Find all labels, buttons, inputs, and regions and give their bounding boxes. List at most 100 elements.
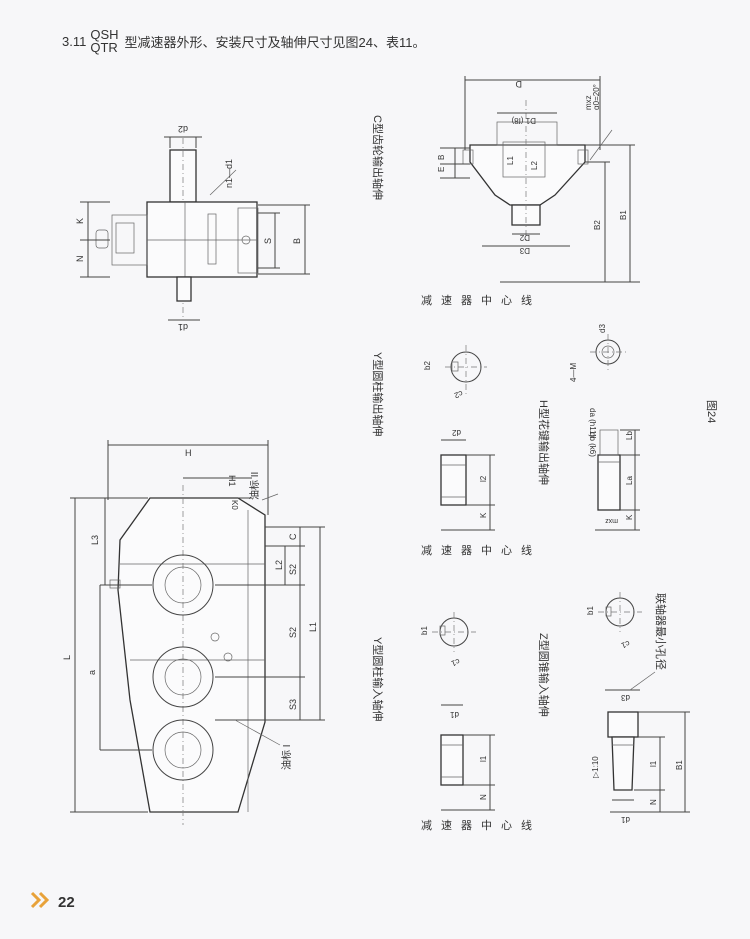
dim-d1-yin: d1 bbox=[450, 710, 459, 719]
dim-da-h: da (h11) bbox=[588, 408, 597, 438]
c-type-drawing bbox=[440, 76, 640, 283]
center-line-char: 线 bbox=[521, 818, 532, 832]
dim-l2-y: l2 bbox=[479, 475, 488, 482]
z-input-drawing bbox=[598, 592, 690, 813]
dim-l1-yin: l1 bbox=[479, 755, 488, 762]
dim-d-c: D bbox=[515, 79, 522, 89]
oil-mark-2: 油标 II bbox=[248, 472, 261, 500]
center-line-char: 速 bbox=[441, 544, 452, 557]
dim-h: H bbox=[185, 448, 192, 458]
dim-lb-h: Lb bbox=[625, 431, 634, 440]
dim-alpha-c: α0=20° bbox=[592, 84, 601, 110]
dim-n-z: N bbox=[649, 799, 658, 805]
dim-l3: L3 bbox=[90, 535, 100, 545]
dim-l1-z: l1 bbox=[649, 760, 658, 767]
center-line-char: 中 bbox=[481, 544, 492, 557]
dim-l2-front: L2 bbox=[274, 560, 284, 570]
chevron-icon bbox=[30, 891, 54, 914]
model-top: QSH bbox=[90, 27, 119, 42]
dim-k0: K0 bbox=[230, 500, 239, 510]
dim-b-top: B bbox=[292, 238, 302, 244]
h-output-drawing bbox=[590, 334, 640, 531]
center-line-char: 心 bbox=[501, 819, 512, 832]
center-line-char: 器 bbox=[461, 544, 472, 557]
dim-s-top: S bbox=[263, 238, 273, 244]
dim-k-y: K bbox=[479, 512, 488, 518]
dim-l1-c: L1 bbox=[506, 156, 515, 165]
dim-mxz-c: mxz bbox=[584, 95, 593, 110]
title-coupling: 联轴器最小孔径 bbox=[654, 593, 668, 670]
center-line-char: 中 bbox=[481, 819, 492, 832]
dim-l1-front: L1 bbox=[308, 622, 318, 632]
dim-d1-c: D1 (f8) bbox=[511, 116, 536, 125]
dim-c: C bbox=[288, 533, 298, 540]
title-h-output: H型花键输出轴伸 bbox=[537, 400, 551, 485]
page-number: 22 bbox=[58, 894, 75, 911]
center-line-char: 减 bbox=[421, 294, 432, 307]
oil-mark-1: 油标 I bbox=[280, 744, 293, 770]
dim-n1d1: n1—d1 bbox=[224, 159, 234, 188]
header-text: 型减速器外形、安装尺寸及轴伸尺寸见图24、表11。 bbox=[124, 34, 426, 50]
dim-b2-y: b2 bbox=[423, 361, 432, 370]
title-y-input: Y型圆柱输入轴伸 bbox=[371, 637, 385, 721]
dim-k-h: K bbox=[625, 514, 634, 520]
dim-c1-yin: c1 bbox=[450, 657, 462, 669]
center-line-char: 减 bbox=[421, 544, 432, 557]
center-line-char: 器 bbox=[461, 294, 472, 307]
page-footer: 22 bbox=[30, 891, 75, 914]
dim-d2-c: D2 bbox=[519, 233, 530, 242]
section-number: 3.11 bbox=[62, 33, 87, 49]
dim-h1: H1 bbox=[227, 475, 237, 487]
dim-n-top: N bbox=[75, 256, 85, 263]
center-line-char: 减 bbox=[421, 819, 432, 832]
center-line-char: 线 bbox=[521, 293, 532, 307]
dim-4m-h: 4—M bbox=[569, 363, 578, 382]
dim-c2-y: c2 bbox=[453, 389, 465, 401]
dim-d3-c: D3 bbox=[519, 246, 530, 255]
center-line-char: 心 bbox=[501, 294, 512, 307]
dim-n-yin: N bbox=[479, 794, 488, 800]
section-header: 3.11 QSH QTR 型减速器外形、安装尺寸及轴伸尺寸见图24、表11。 bbox=[62, 28, 425, 54]
dim-d3-h: d3 bbox=[598, 324, 607, 333]
dim-e-c: E bbox=[437, 167, 446, 172]
top-view-drawing bbox=[80, 136, 310, 321]
center-line-label-2: 减 速 器 中 心 线 bbox=[421, 543, 532, 557]
figure-caption: 图24 bbox=[705, 400, 718, 423]
dim-s2-upper: S2 bbox=[288, 564, 298, 575]
front-view-drawing bbox=[70, 440, 325, 825]
center-line-char: 速 bbox=[441, 294, 452, 307]
dim-d2-top: d2 bbox=[178, 124, 188, 134]
dim-mxz-h: mxz bbox=[605, 517, 618, 524]
title-z-input: Z型圆锥输入轴伸 bbox=[537, 633, 551, 717]
model-stack: QSH QTR bbox=[90, 28, 118, 54]
dim-a: a bbox=[87, 670, 97, 675]
dim-d1-z: d1 bbox=[621, 815, 630, 824]
center-line-char: 器 bbox=[461, 819, 472, 832]
dim-b2-c: B2 bbox=[593, 220, 602, 230]
dim-db-h: db (k6) bbox=[588, 432, 597, 457]
dim-b1-c: B1 bbox=[619, 210, 628, 220]
dim-b1-z: b1 bbox=[586, 606, 595, 615]
dim-s2-lower: S2 bbox=[288, 627, 298, 638]
center-line-label-3: 减 速 器 中 心 线 bbox=[421, 818, 532, 832]
dim-c1-z: c1 bbox=[620, 639, 632, 651]
dim-d2-y: d2 bbox=[452, 428, 461, 437]
dim-k-top: K bbox=[75, 218, 85, 224]
dim-b1-yin: b1 bbox=[420, 626, 429, 635]
center-line-char: 速 bbox=[441, 819, 452, 832]
dim-d1-top: d1 bbox=[178, 322, 188, 332]
center-line-char: 中 bbox=[481, 294, 492, 307]
y-input-drawing bbox=[432, 612, 495, 811]
dim-l2-c: L2 bbox=[530, 161, 539, 170]
dim-la-h: La bbox=[625, 476, 634, 485]
dim-l: L bbox=[62, 655, 72, 660]
title-y-output: Y型圆柱输出轴伸 bbox=[371, 352, 385, 436]
y-output-drawing bbox=[440, 345, 495, 531]
dim-taper-z: ▷1:10 bbox=[591, 756, 600, 778]
dim-s3: S3 bbox=[288, 699, 298, 710]
center-line-char: 线 bbox=[521, 543, 532, 557]
title-c-output: C型齿轮输出轴伸 bbox=[371, 115, 385, 200]
center-line-label-1: 减 速 器 中 心 线 bbox=[421, 293, 532, 307]
